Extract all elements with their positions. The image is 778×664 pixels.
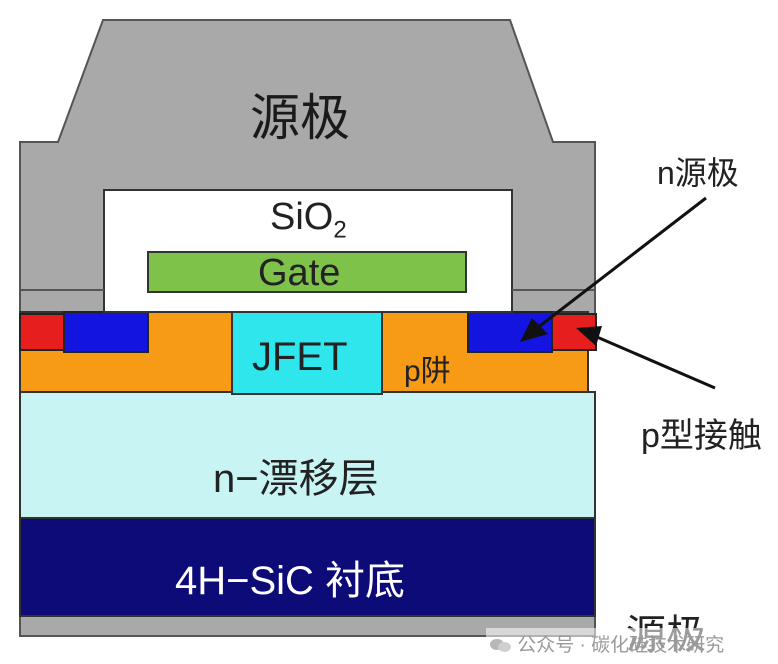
wechat-icon <box>490 637 512 653</box>
p-contact-arrow <box>589 332 716 390</box>
p-contact-label: p型接触 <box>641 417 762 455</box>
substrate-label: 4H−SiC 衬底 <box>175 559 406 603</box>
drift-layer-label: n−漂移层 <box>213 457 379 501</box>
source-top-label: 源极 <box>250 90 350 146</box>
watermark: 公众号 · 碳化硅技术研究 <box>486 628 729 659</box>
sio2-main-text: SiO <box>270 196 334 238</box>
jfet-region <box>231 311 383 395</box>
sic-substrate <box>19 517 596 617</box>
sio2-subscript: 2 <box>333 216 347 244</box>
sio2-label: SiO2 <box>270 196 347 245</box>
p-well-label: p阱 <box>404 355 451 388</box>
p-plus-contact-left <box>19 313 65 351</box>
n-plus-source-left <box>63 311 149 353</box>
n-plus-source-right <box>467 311 553 353</box>
p-contact-arrowhead <box>576 326 602 346</box>
watermark-name: 碳化硅技术研究 <box>591 635 725 656</box>
gate-electrode <box>147 251 467 293</box>
watermark-prefix: 公众号 · <box>517 635 586 656</box>
gate-label: Gate <box>258 252 341 294</box>
jfet-label: JFET <box>252 335 348 379</box>
n-source-label: n源极 <box>657 155 739 191</box>
n-source-arrow <box>531 196 707 334</box>
n-drift-layer <box>19 391 596 519</box>
n-source-arrowhead <box>520 318 548 342</box>
